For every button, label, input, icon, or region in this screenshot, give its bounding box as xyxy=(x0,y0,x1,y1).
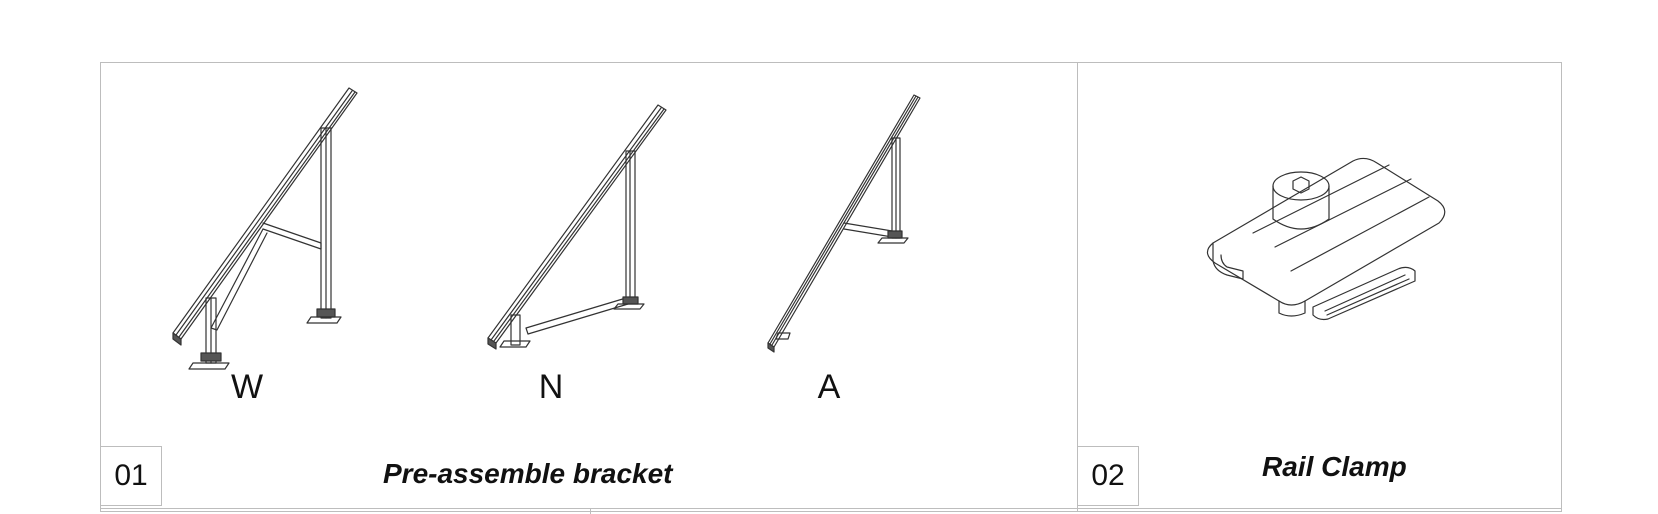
bottom-divider xyxy=(100,508,1562,509)
panel-pre-assemble-bracket: W N A 01 Pre-assemble bracket xyxy=(100,62,1078,512)
panel-rail-clamp: 02 Rail Clamp xyxy=(1077,62,1562,512)
panel-number-01: 01 xyxy=(100,446,162,506)
variant-label-w: W xyxy=(230,368,264,406)
rail-clamp-drawing xyxy=(1206,157,1446,321)
panel-caption-rail-clamp: Rail Clamp xyxy=(1262,451,1407,482)
variant-label-n: N xyxy=(538,368,564,406)
bracket-w-drawing xyxy=(172,87,358,370)
panel-caption-pre-assemble-bracket: Pre-assemble bracket xyxy=(383,458,673,489)
variant-label-a: A xyxy=(817,368,841,406)
panel-number-02: 02 xyxy=(1077,446,1139,506)
bracket-a-drawing xyxy=(767,94,921,353)
bottom-divider-tick xyxy=(590,508,591,514)
bracket-n-drawing xyxy=(487,104,667,350)
